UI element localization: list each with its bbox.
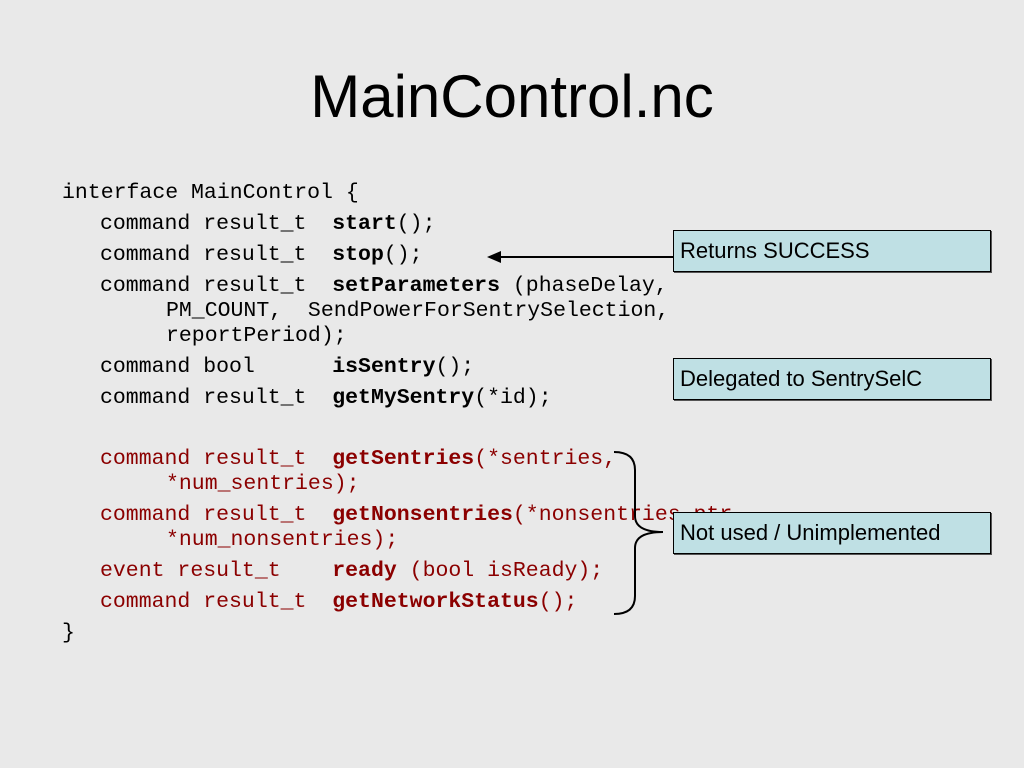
code-line-interface: interface MainControl { [62,181,359,205]
code-line-getsentries: command result_t getSentries(*sentries, [100,447,617,471]
fn-stop: stop [332,243,384,267]
code-line-stop: command result_t stop(); [100,243,423,267]
code-line-issentry: command bool isSentry(); [100,355,475,379]
callout-returns-success: Returns SUCCESS [673,230,991,272]
code-line-ready: event result_t ready (bool isReady); [100,559,604,583]
fn-ready: ready [332,559,397,583]
code-line-setparameters-cont2: reportPeriod); [166,324,347,348]
code-line-getsentries-cont: *num_sentries); [166,472,360,496]
callout-delegated: Delegated to SentrySelC [673,358,991,400]
code-line-getnetworkstatus: command result_t getNetworkStatus(); [100,590,578,614]
arrow-head [487,251,501,263]
code-line-setparameters-cont1: PM_COUNT, SendPowerForSentrySelection, [166,299,670,323]
brace-shape [613,451,664,615]
code-line-getmysentry: command result_t getMySentry(*id); [100,386,552,410]
code-line-setparameters: command result_t setParameters (phaseDel… [100,274,668,298]
fn-start: start [332,212,397,236]
code-line-getnonsentries-cont: *num_nonsentries); [166,528,399,552]
fn-issentry: isSentry [332,355,436,379]
fn-getsentries: getSentries [332,447,475,471]
code-line-start: command result_t start(); [100,212,436,236]
code-line-close: } [62,621,75,645]
callout-not-used: Not used / Unimplemented [673,512,991,554]
fn-getnetworkstatus: getNetworkStatus [332,590,539,614]
slide-title: MainControl.nc [310,63,714,130]
fn-getnonsentries: getNonsentries [332,503,513,527]
fn-getmysentry: getMySentry [332,386,475,410]
fn-setparameters: setParameters [332,274,500,298]
